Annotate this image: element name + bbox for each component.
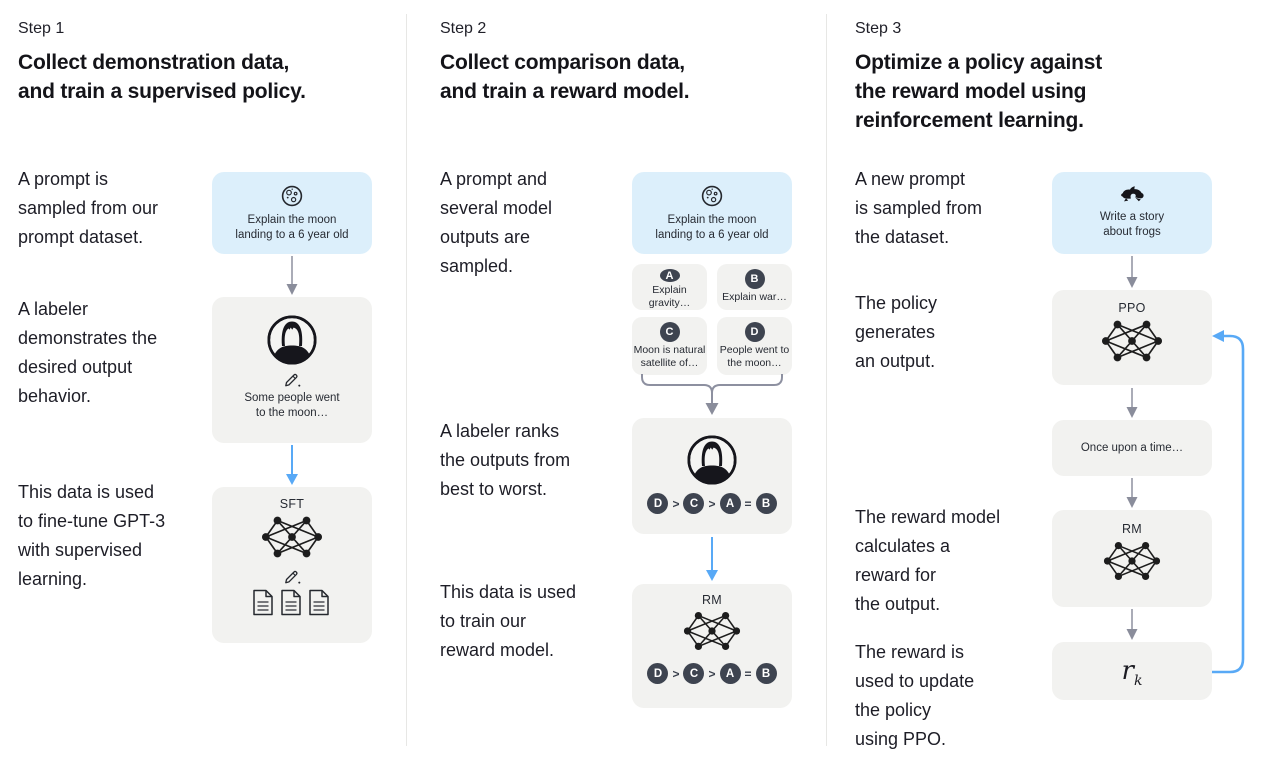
step3-paragraph-3: The reward model calculates a reward for… bbox=[855, 507, 1001, 614]
output-text-b: Explain war… bbox=[722, 291, 787, 303]
rank-token: D bbox=[647, 663, 669, 684]
rank-token: C bbox=[683, 493, 705, 514]
moon-icon bbox=[701, 185, 723, 207]
rank-token: D bbox=[647, 493, 669, 514]
step2-rm-box: RM D > C > A = B bbox=[632, 584, 792, 708]
column-divider bbox=[406, 14, 407, 746]
step3-heading: Optimize a policy against the reward mod… bbox=[855, 51, 1103, 132]
step3-rm-box: RM bbox=[1052, 510, 1212, 607]
arrow-down-icon bbox=[1126, 609, 1138, 640]
rank-op: = bbox=[744, 496, 752, 511]
step1-labeler-text: Some people went to the moon… bbox=[244, 392, 340, 419]
output-box-c: C Moon is natural satellite of… bbox=[632, 317, 707, 375]
step3-paragraph-4: The reward is used to update the policy … bbox=[855, 642, 975, 749]
step3-paragraph-2: The policy generates an output. bbox=[855, 293, 938, 371]
arrow-down-icon bbox=[1126, 478, 1138, 508]
neural-network-icon bbox=[683, 611, 741, 651]
output-box-a: A Explain gravity… bbox=[632, 264, 707, 310]
step3-paragraph-1: A new prompt is sampled from the dataset… bbox=[855, 169, 983, 247]
step3-ppo-box: PPO bbox=[1052, 290, 1212, 385]
step3-output-text: Once upon a time… bbox=[1080, 441, 1184, 454]
reward-base: r bbox=[1121, 656, 1134, 686]
reward-symbol: rk bbox=[1121, 656, 1143, 690]
ranking-row: D > C > A = B bbox=[647, 663, 777, 684]
output-text-d: People went to the moon… bbox=[719, 344, 790, 369]
column-divider bbox=[826, 14, 827, 746]
output-text-c: Moon is natural satellite of… bbox=[633, 344, 706, 369]
step1-label: Step 1 bbox=[18, 20, 65, 37]
ranking-row: D > C > A = B bbox=[647, 493, 777, 514]
person-avatar-icon bbox=[267, 315, 317, 365]
rank-op: = bbox=[744, 666, 752, 681]
step1-paragraph-2: A labeler demonstrates the desired outpu… bbox=[18, 299, 158, 406]
output-letter-a: A bbox=[659, 269, 680, 282]
neural-network-icon bbox=[261, 516, 323, 558]
step3-output-box: Once upon a time… bbox=[1052, 420, 1212, 476]
step1-labeler-box: Some people went to the moon… bbox=[212, 297, 372, 443]
step1-sft-box: SFT bbox=[212, 487, 372, 643]
step1-prompt-text: Explain the moon landing to a 6 year old bbox=[235, 214, 349, 241]
arrow-down-icon bbox=[1126, 388, 1138, 418]
frog-icon bbox=[1121, 186, 1144, 202]
step2-paragraph-1: A prompt and several model outputs are s… bbox=[440, 169, 553, 276]
step2-label: Step 2 bbox=[440, 20, 487, 37]
output-letter-b: B bbox=[744, 269, 765, 289]
pencil-icon bbox=[284, 570, 300, 584]
rank-op: > bbox=[672, 496, 680, 511]
step2-paragraph-2: A labeler ranks the outputs from best to… bbox=[440, 421, 571, 499]
step3-prompt-text: Write a story about frogs bbox=[1099, 211, 1165, 238]
step3-reward-box: rk bbox=[1052, 642, 1212, 700]
output-text-a: Explain gravity… bbox=[648, 284, 691, 309]
arrow-down-blue-icon bbox=[286, 445, 298, 485]
pencil-icon bbox=[284, 373, 300, 387]
sft-label: SFT bbox=[279, 497, 305, 511]
rm-label: RM bbox=[1121, 522, 1143, 536]
rank-token: B bbox=[755, 493, 777, 514]
rank-token: C bbox=[683, 663, 705, 684]
documents-icon bbox=[253, 589, 329, 616]
ppo-label: PPO bbox=[1118, 301, 1146, 315]
step2-prompt-box: Explain the moon landing to a 6 year old bbox=[632, 172, 792, 254]
step1-heading: Collect demonstration data, and train a … bbox=[18, 51, 306, 103]
output-letter-d: D bbox=[744, 322, 765, 342]
rank-token: A bbox=[719, 493, 741, 514]
step1-paragraph-3: This data is used to fine-tune GPT-3 wit… bbox=[18, 482, 166, 589]
step2-prompt-text: Explain the moon landing to a 6 year old bbox=[655, 214, 769, 241]
reward-subscript: k bbox=[1133, 673, 1143, 690]
arrow-down-blue-icon bbox=[706, 537, 718, 581]
output-letter-c: C bbox=[659, 322, 680, 342]
moon-icon bbox=[281, 185, 303, 207]
rank-token: A bbox=[719, 663, 741, 684]
person-avatar-icon bbox=[687, 435, 737, 485]
rank-op: > bbox=[672, 666, 680, 681]
rank-op: > bbox=[708, 666, 716, 681]
neural-network-icon bbox=[1101, 320, 1163, 362]
step3-label: Step 3 bbox=[855, 20, 902, 37]
neural-network-icon bbox=[1103, 541, 1161, 581]
rank-op: > bbox=[708, 496, 716, 511]
step2-heading: Collect comparison data, and train a rew… bbox=[440, 51, 690, 103]
merge-arrow-icon bbox=[641, 374, 783, 415]
step2-labeler-box: D > C > A = B bbox=[632, 418, 792, 534]
step1-paragraph-1: A prompt is sampled from our prompt data… bbox=[18, 169, 159, 247]
step3-prompt-box: Write a story about frogs bbox=[1052, 172, 1212, 254]
arrow-down-icon bbox=[286, 256, 298, 295]
output-box-d: D People went to the moon… bbox=[717, 317, 792, 375]
feedback-loop-arrow-icon bbox=[1212, 330, 1245, 674]
arrow-down-icon bbox=[1126, 256, 1138, 288]
step1-prompt-box: Explain the moon landing to a 6 year old bbox=[212, 172, 372, 254]
step2-paragraph-3: This data is used to train our reward mo… bbox=[440, 582, 577, 660]
output-box-b: B Explain war… bbox=[717, 264, 792, 310]
rm-label: RM bbox=[701, 593, 723, 607]
rank-token: B bbox=[755, 663, 777, 684]
